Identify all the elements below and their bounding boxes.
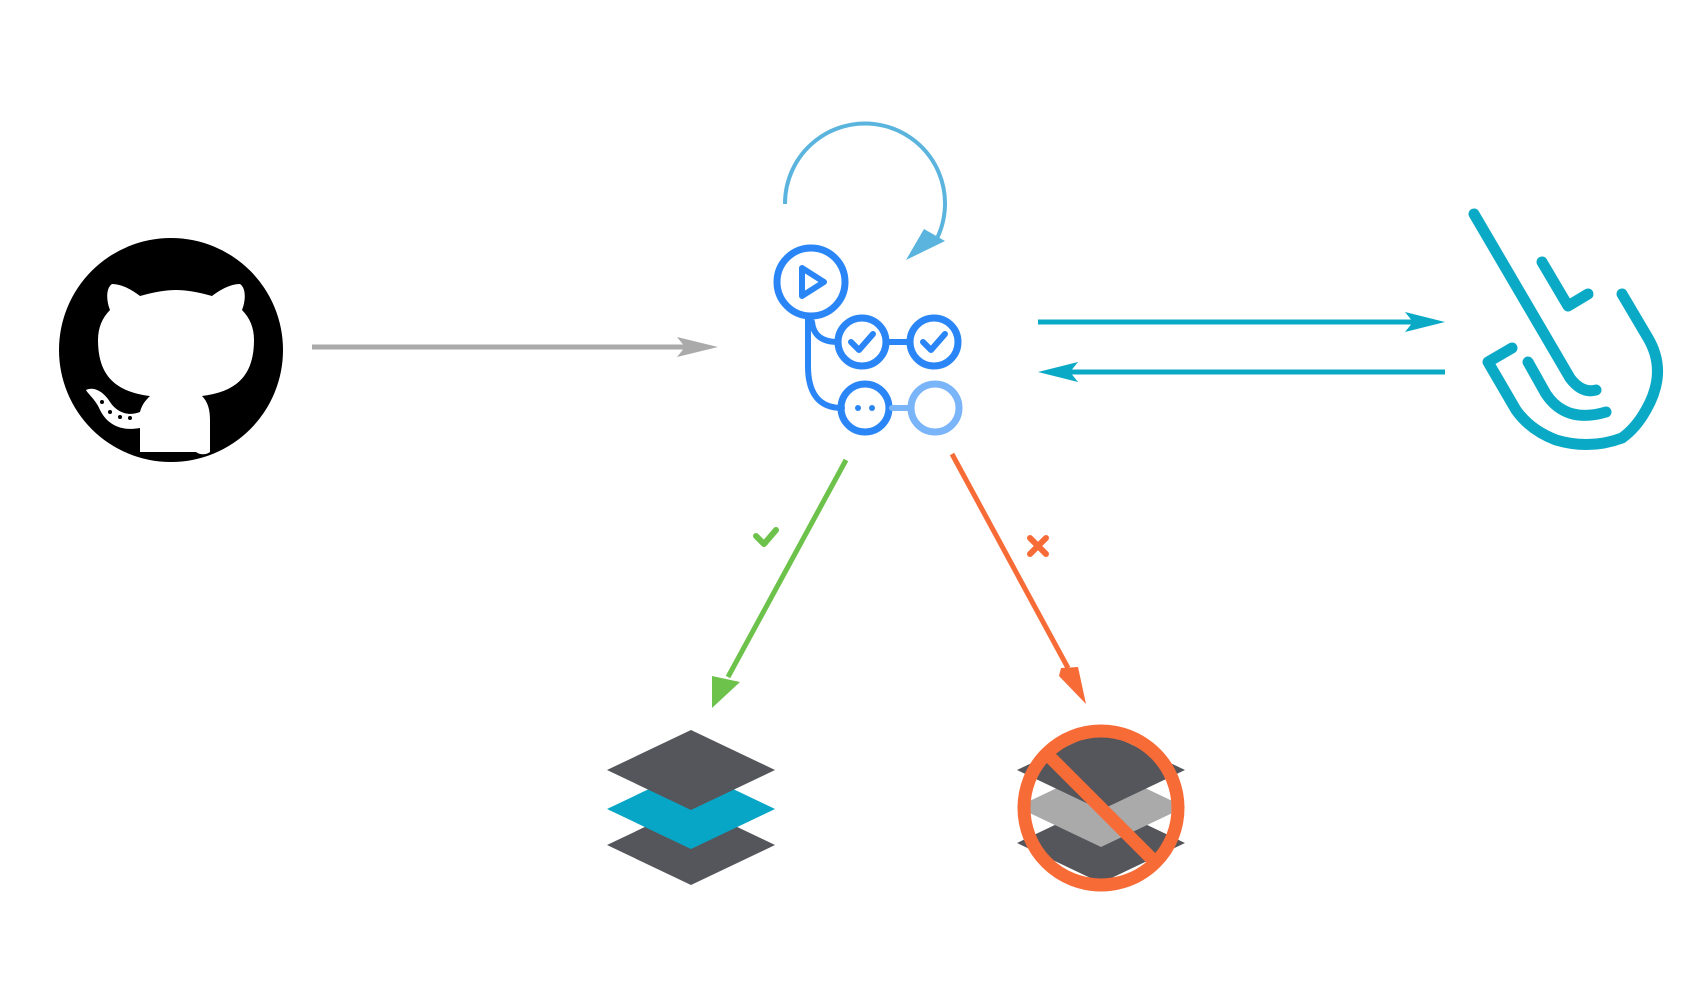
push-arrow <box>312 337 718 357</box>
check-icon <box>753 527 779 547</box>
circular-arrow-icon <box>782 121 947 260</box>
github-octocat-icon <box>59 238 283 462</box>
response-arrow <box>1038 362 1445 382</box>
request-arrow <box>1038 312 1445 332</box>
layers-stack-icon <box>607 730 775 885</box>
failure-arrow <box>949 452 1086 704</box>
pointing-hand-icon <box>1468 208 1663 451</box>
success-arrow <box>712 458 849 708</box>
cross-icon <box>1027 535 1049 557</box>
layers-stack-blocked-icon <box>1017 724 1185 892</box>
workflow-run-icon <box>773 244 963 436</box>
